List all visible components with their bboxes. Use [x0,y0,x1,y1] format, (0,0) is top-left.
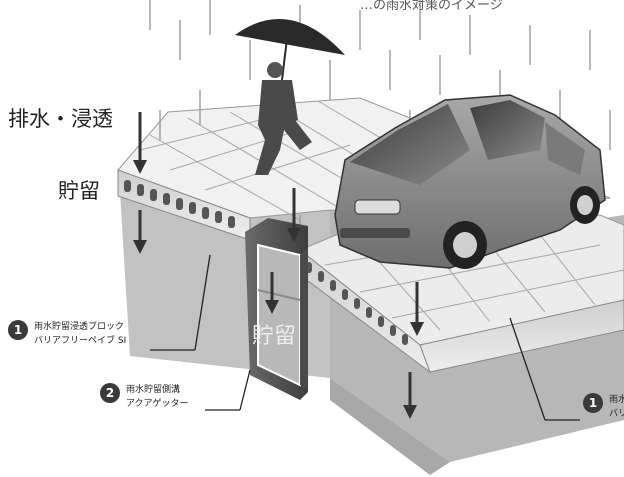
callout-line2: バリ [609,409,624,419]
callout-line2: バリアフリーペイブ SI [34,336,127,346]
label-trench-store: 貯留 [252,324,297,349]
person-with-umbrella [235,19,345,175]
leader-lines [150,254,580,421]
callout-line1: 雨水貯留浸透ブロック [34,322,125,332]
callout-number: 2 [100,383,120,403]
callout-line1: 雨水貯留側溝 [126,385,181,395]
gutter-trench [245,218,308,400]
callout-1-left: 1 雨水貯留浸透ブロック バリアフリーペイブ SI [8,320,126,348]
callout-number: 1 [8,320,28,340]
callout-number: 1 [583,393,603,413]
label-store: 貯留 [58,179,100,203]
callout-line2: アクアゲッター [126,399,189,409]
block-cavities-left [124,180,235,228]
callout-2: 2 雨水貯留側溝 アクアゲッター [100,383,189,411]
header-partial: …の雨水対策のイメージ [360,0,503,13]
callout-1-right: 1 雨水 バリ [583,393,624,421]
flow-arrows [133,112,424,419]
label-drain-infiltrate: 排水・浸透 [8,107,113,131]
car [334,94,606,269]
callout-line1: 雨水 [609,395,624,405]
